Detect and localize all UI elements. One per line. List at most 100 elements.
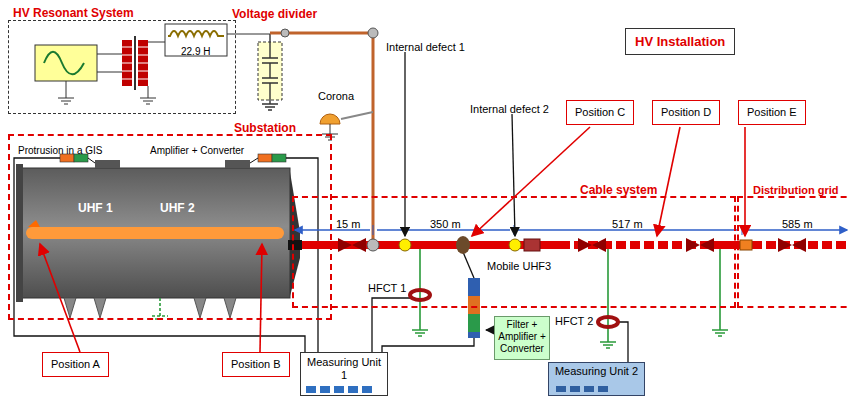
resonant-source [58, 81, 74, 104]
dimension-lines [295, 225, 847, 235]
label-anchor: Internal defect 2 [470, 99, 549, 117]
voltage-divider-symbol [262, 34, 278, 110]
measuring-unit-body [584, 386, 594, 392]
sensor-label: UHF 2 [160, 201, 195, 215]
label-anchor: 585 m [782, 214, 813, 232]
gis-enclosure [272, 154, 286, 162]
defect-label: Internal defect 2 [470, 103, 549, 116]
gis-enclosure [225, 160, 250, 168]
gis-enclosure [28, 220, 40, 227]
cable-line [578, 238, 606, 252]
label-anchor: 22.9 H [181, 41, 210, 59]
measuring-unit-body [362, 386, 372, 393]
hv-connection [281, 29, 289, 37]
filter-box: Filter + Amplifier + Converter [494, 316, 550, 360]
measuring-unit-body [320, 386, 330, 393]
box-text: Measuring Unit 2 [553, 365, 640, 378]
hfct-sensor [598, 317, 618, 327]
dimension-label: 15 m [336, 218, 360, 231]
dimension-label: 350 m [430, 218, 461, 231]
ground-wires [152, 249, 728, 348]
mobile-uhf-sensor [468, 278, 480, 296]
label-anchor: Protrusion in a GIS [18, 140, 102, 158]
label-anchor: Internal defect 1 [386, 37, 465, 55]
inductor-symbol [165, 24, 270, 56]
inductor-symbol [168, 31, 224, 36]
label-anchor: 350 m [430, 214, 461, 232]
sensor-label: HFCT 2 [555, 315, 593, 328]
transformer-symbol [134, 36, 136, 90]
position-box: Position B [222, 352, 290, 377]
dimension-label: 517 m [612, 218, 643, 231]
leader-arrows [657, 127, 680, 236]
gis-enclosure [16, 164, 23, 302]
substation-region: Substation [8, 134, 332, 320]
position-box: Position E [738, 100, 806, 125]
measuring-unit-body [300, 352, 645, 396]
position-box: Position A [42, 352, 109, 377]
label-anchor: 517 m [612, 214, 643, 232]
leader-arrows [260, 244, 262, 352]
cable-line [456, 236, 470, 254]
label-anchor: UHF 2 [160, 198, 195, 216]
cable-region: Cable system [292, 196, 736, 308]
leader-arrows [404, 52, 405, 236]
measuring-unit: Measuring Unit 2 [548, 362, 645, 396]
measuring-unit-body [306, 386, 316, 393]
measurement-wiring [14, 158, 305, 352]
resonant-source [44, 52, 84, 75]
gis-enclosure [26, 227, 284, 239]
measuring-unit: Measuring Unit 1 [300, 352, 388, 396]
gis-enclosure [64, 298, 236, 318]
dimension-label: 585 m [782, 218, 813, 231]
resonant-source [35, 45, 97, 81]
component-label: Voltage divider [232, 7, 317, 21]
component-label: Protrusion in a GIS [18, 145, 102, 157]
transformer-symbol [140, 86, 156, 104]
measuring-unit-body [556, 386, 566, 392]
leader-arrows [40, 244, 80, 352]
transformer-symbol [122, 36, 165, 104]
label-anchor: Mobile UHF3 [487, 256, 551, 274]
ground-wires [600, 249, 616, 348]
corona-symbol [341, 112, 373, 119]
measurement-wiring [286, 158, 318, 352]
label-anchor: Amplifier + Converter [150, 140, 244, 158]
label-anchor: UHF 1 [78, 198, 113, 216]
position-box: Position D [652, 100, 720, 125]
region-heading: Cable system [580, 183, 657, 197]
measuring-unit-body [598, 386, 608, 392]
defect-label: Internal defect 1 [386, 41, 465, 54]
dimension-lines [373, 225, 742, 235]
value-label: 22.9 H [181, 46, 210, 58]
gis-enclosure [258, 154, 272, 162]
corona-symbol [320, 114, 340, 124]
resonant-source [97, 54, 122, 72]
label-anchor: Corona [318, 86, 354, 104]
box-text: Position A [51, 358, 100, 371]
measurement-wiring [14, 158, 628, 362]
gis-enclosure [88, 158, 258, 163]
measuring-unit-body [300, 352, 388, 396]
measurement-wiring [463, 252, 474, 278]
title-box: HV Installation [625, 28, 735, 55]
sensor-label: HFCT 1 [368, 282, 406, 295]
mobile-uhf-sensor [468, 332, 480, 338]
box-text: Position E [747, 106, 797, 119]
gis-enclosure [95, 160, 120, 168]
sensor-label: Mobile UHF3 [487, 260, 551, 273]
cable-line [778, 238, 806, 252]
resonant-source [35, 45, 122, 104]
cable-line [524, 239, 540, 251]
cable-line [367, 239, 379, 251]
measurement-wiring [486, 329, 494, 330]
voltage-divider-symbol [258, 34, 282, 110]
box-text: Position C [575, 106, 625, 119]
component-label: Amplifier + Converter [150, 145, 244, 157]
box-text: Measuring Unit 1 [305, 356, 383, 382]
leader-arrows [744, 127, 746, 236]
grid-region: Distribution grid [737, 196, 850, 308]
dashed-region: HV Resonant System [8, 20, 236, 114]
